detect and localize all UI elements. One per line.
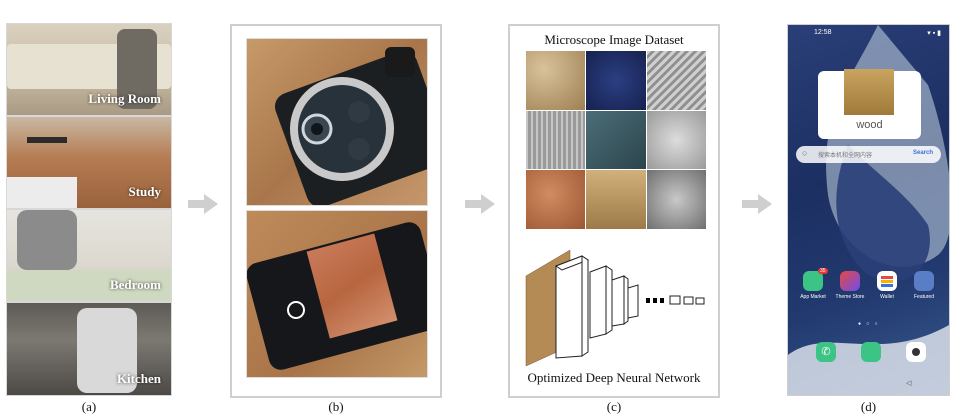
app-row: 35 App Market Theme Store Wallet Feature… [796,268,941,300]
wood-thumbnail [844,69,894,115]
living-room-photo: Living Room [6,23,172,116]
status-time: 12:58 [814,29,832,36]
status-icons: ▾ ▪ ▮ [927,30,941,37]
phone-icon[interactable]: ✆ [816,342,836,362]
microscope-tile [526,51,586,110]
app-label: Wallet [880,294,894,300]
kitchen-label: Kitchen [116,371,161,386]
kitchen-photo: Kitchen [6,302,172,396]
bedroom-photo: Bedroom [6,209,172,302]
back-icon[interactable]: ◁ [906,379,912,387]
theme-store-icon[interactable]: Theme Store [833,271,867,300]
wallet-icon[interactable]: Wallet [870,271,904,300]
microscope-grid [526,51,706,229]
panel-a: Living Room Study Bedroom Kitchen (a) [0,0,178,419]
panel-c: Microscope Image Dataset Optimized Deep … [508,24,720,398]
camera-icon[interactable] [906,342,926,362]
microscope-tile [526,170,586,229]
arrow-right-icon [465,194,495,214]
result-label: wood [856,119,883,131]
dataset-title: Microscope Image Dataset [544,32,684,47]
app-label: App Market [800,294,826,300]
microscope-tile [646,51,706,110]
arrow-right-icon [742,194,772,214]
microscope-tile [646,170,706,229]
microscope-tile [586,170,646,229]
caption-d: (d) [860,399,877,414]
network-label: Optimized Deep Neural Network [527,370,701,385]
recognition-card: wood [818,69,921,139]
arrow-right-icon [188,194,218,214]
caption-b: (b) [328,399,344,414]
microscope-tile [526,110,586,170]
phone-preview-photo [246,210,428,378]
app-label: Theme Store [835,294,865,300]
study-label: Study [128,184,161,199]
app-market-icon[interactable]: 35 App Market [796,268,830,300]
panel-b [230,24,442,398]
microscope-tile [646,110,706,170]
microscope-tile [586,51,646,110]
phone-camera-photo [246,38,428,206]
study-photo: Study [6,116,172,209]
app-label: Featured [913,294,934,300]
microscope-tile [586,110,646,170]
bedroom-label: Bedroom [109,277,161,292]
caption-c: (c) [606,399,622,414]
messages-icon[interactable] [861,342,881,362]
search-button[interactable]: Search [912,150,933,156]
featured-icon[interactable]: Featured [907,271,941,300]
app-badge: 35 [818,268,828,274]
living-room-label: Living Room [88,91,161,106]
neural-network-diagram [525,249,705,366]
search-bar[interactable]: ○ 搜索本机和全网内容 Search [796,146,941,163]
dock: ✆ [816,342,926,362]
page-indicator: ● ○ ○ [858,322,880,327]
phone-screen: 12:58 ▾ ▪ ▮ wood ○ 搜索本机和全网内容 Search 35 A… [787,24,950,396]
caption-a: (a) [81,399,97,414]
search-icon: ○ [802,148,808,158]
search-input[interactable]: 搜索本机和全网内容 [818,152,873,159]
